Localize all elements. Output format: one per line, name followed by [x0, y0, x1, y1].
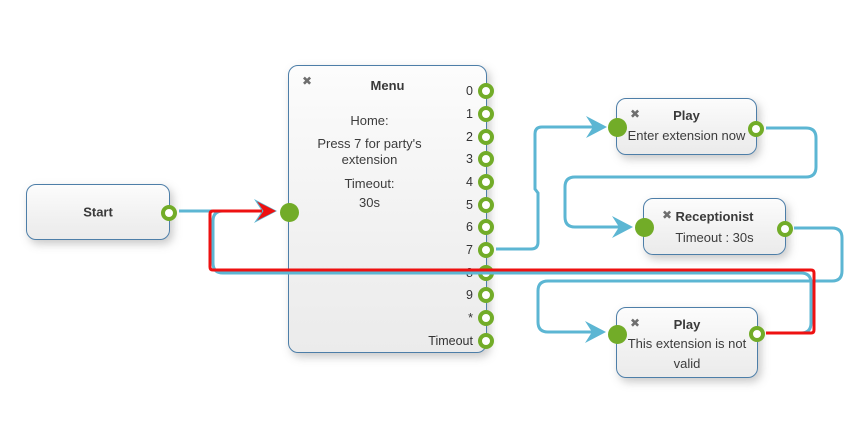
node-menu[interactable]: ✖ Menu Home: Press 7 for party's extensi…	[280, 65, 494, 353]
input-port[interactable]	[608, 118, 627, 137]
arrowhead-menu-input-red[interactable]	[257, 201, 276, 221]
menu-port-6[interactable]: 6	[466, 219, 494, 235]
node-body: Timeout : 30s	[675, 230, 754, 245]
arrowhead-menu-input-blue[interactable]	[254, 199, 277, 223]
node-title: Play	[673, 108, 700, 123]
output-port[interactable]	[478, 129, 494, 145]
output-port[interactable]	[478, 151, 494, 167]
menu-greeting-label: Home:	[350, 113, 389, 128]
node-play-enter-extension[interactable]: ✖ Play Enter extension now	[608, 98, 764, 155]
menu-port-1[interactable]: 1	[466, 106, 494, 122]
input-port[interactable]	[635, 218, 654, 237]
node-title: Menu	[370, 78, 405, 93]
close-icon[interactable]: ✖	[630, 107, 641, 121]
arrowhead-play-input[interactable]	[586, 116, 607, 138]
arrowhead-play-invalid-input[interactable]	[585, 321, 606, 343]
node-body: This extension is not valid	[627, 336, 747, 371]
input-port[interactable]	[608, 325, 627, 344]
menu-port-2[interactable]: 2	[466, 129, 494, 145]
port-label: 2	[466, 130, 473, 144]
menu-timeout-label: Timeout:	[344, 176, 395, 191]
output-port[interactable]	[478, 242, 494, 258]
output-port[interactable]	[478, 197, 494, 213]
output-port[interactable]	[161, 205, 177, 221]
node-title: Receptionist	[675, 209, 754, 224]
output-port[interactable]	[478, 174, 494, 190]
output-port[interactable]	[478, 106, 494, 122]
port-label: 5	[466, 198, 473, 212]
connection-menu-7-to-play[interactable]	[496, 125, 593, 251]
menu-port-3[interactable]: 3	[466, 151, 494, 167]
node-title: Start	[83, 204, 113, 220]
port-label: 3	[466, 152, 473, 166]
output-port[interactable]	[777, 221, 793, 237]
input-port[interactable]	[280, 203, 299, 222]
menu-port-8[interactable]: 8	[466, 265, 494, 281]
node-title: Play	[673, 317, 701, 332]
arrowhead-receptionist-input[interactable]	[612, 216, 633, 238]
port-label: 1	[466, 107, 473, 121]
port-label: 7	[466, 243, 473, 257]
port-label: 6	[466, 220, 473, 234]
output-port[interactable]	[478, 333, 494, 349]
output-port[interactable]	[478, 219, 494, 235]
menu-port-4[interactable]: 4	[466, 174, 494, 190]
node-receptionist[interactable]: ✖ Receptionist Timeout : 30s	[635, 198, 793, 255]
menu-greeting-text: Press 7 for party's extension	[317, 136, 422, 167]
output-port[interactable]	[478, 287, 494, 303]
close-icon[interactable]: ✖	[302, 74, 313, 88]
port-label: 9	[466, 288, 473, 302]
menu-port-star[interactable]: *	[468, 310, 494, 326]
port-label: *	[468, 311, 473, 325]
output-port[interactable]	[748, 121, 764, 137]
output-port[interactable]	[749, 326, 765, 342]
menu-port-timeout[interactable]: Timeout	[428, 333, 494, 349]
port-label: 8	[466, 266, 473, 280]
port-label: Timeout	[428, 334, 473, 348]
node-play-invalid-extension[interactable]: ✖ Play This extension is not valid	[608, 307, 765, 378]
menu-port-9[interactable]: 9	[466, 287, 494, 303]
menu-port-5[interactable]: 5	[466, 197, 494, 213]
node-body: Enter extension now	[627, 128, 746, 143]
port-label: 0	[466, 84, 473, 98]
port-label: 4	[466, 175, 473, 189]
output-port[interactable]	[478, 83, 494, 99]
menu-timeout-value: 30s	[359, 195, 380, 210]
node-start[interactable]: Start	[26, 184, 177, 240]
output-port[interactable]	[478, 310, 494, 326]
menu-port-7[interactable]: 7	[466, 242, 494, 258]
menu-port-0[interactable]: 0	[466, 83, 494, 99]
output-port[interactable]	[478, 265, 494, 281]
